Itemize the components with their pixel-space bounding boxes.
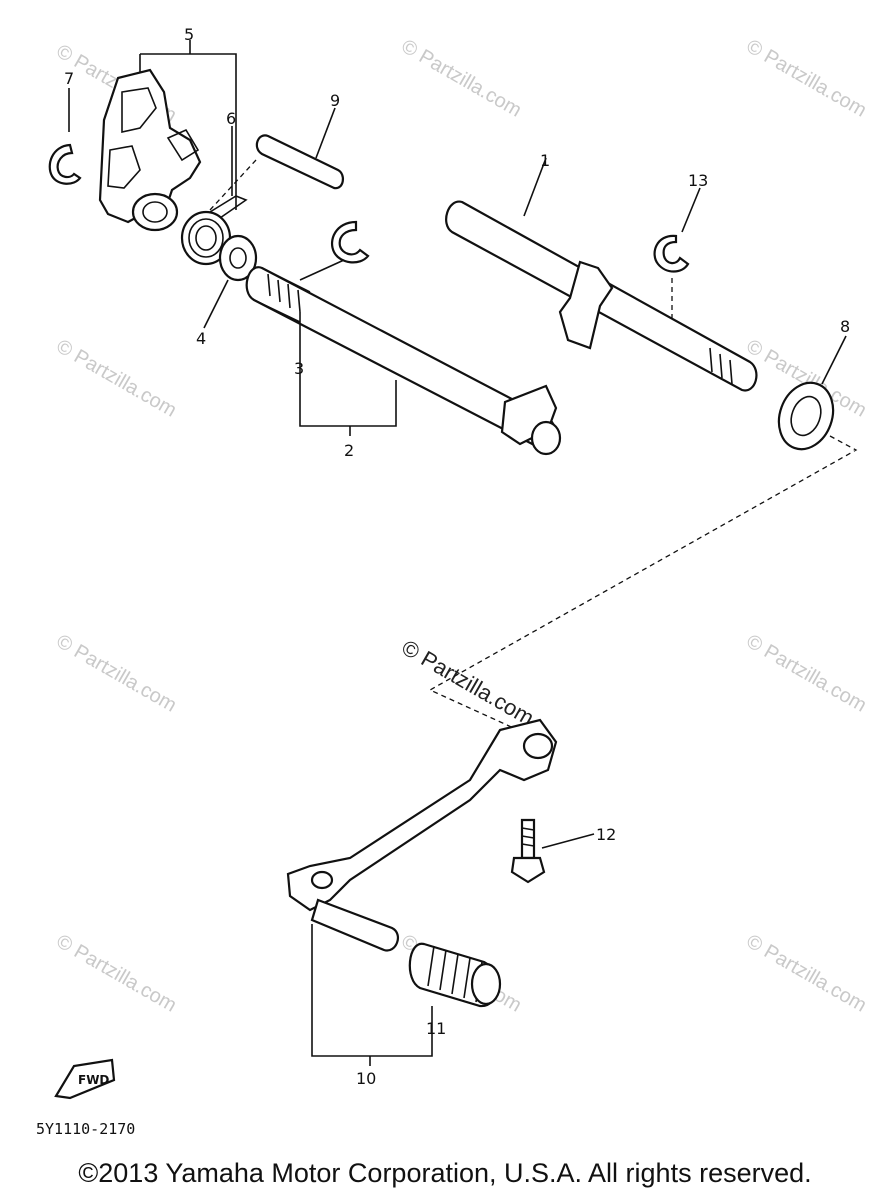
shift-shaft-1-drawing [445,157,758,392]
watermark: © Partzilla.com [53,335,181,421]
shift-pedal-10-drawing [286,718,558,1066]
circlip-13-drawing [653,187,701,273]
label-part-11: 11 [426,1019,446,1038]
part-labels: 1 2 3 4 5 6 7 8 9 10 11 12 13 [64,25,850,1088]
pedal-rubber-11-drawing [408,942,502,1020]
watermark: © Partzilla.com [743,930,871,1016]
label-part-6: 6 [226,109,236,128]
label-part-12: 12 [596,825,616,844]
watermark: © Partzilla.com [53,630,181,716]
circlip-7-drawing [48,88,82,185]
label-part-7: 7 [64,69,74,88]
watermark: © Partzilla.com [398,35,526,121]
washer-4-drawing [203,234,258,329]
pin-9-drawing [209,107,344,211]
label-part-1: 1 [540,151,550,170]
label-part-4: 4 [196,329,206,348]
spring-6-drawing [180,126,248,266]
label-part-3: 3 [294,359,304,378]
bolt-12-drawing [510,818,595,884]
watermark: © Partzilla.com [743,630,871,716]
label-part-2: 2 [344,441,354,460]
copyright-notice: ©2013 Yamaha Motor Corporation, U.S.A. A… [78,1158,812,1188]
fwd-arrow-icon: FWD [54,1058,116,1100]
label-part-13: 13 [688,171,708,190]
circlip-3-drawing [299,220,370,281]
shift-arm-5-drawing [98,40,237,232]
label-part-9: 9 [330,91,340,110]
watermark: © Partzilla.com [53,930,181,1016]
watermark: © Partzilla.com [743,35,871,121]
label-part-10: 10 [356,1069,376,1088]
shift-shaft-2-drawing [245,266,562,456]
oil-seal-8-drawing [428,335,858,741]
fwd-label: FWD [78,1073,109,1087]
watermark-center: © Partzilla.com [398,635,539,731]
diagram-code: 5Y1110-2170 [36,1120,135,1138]
label-part-5: 5 [184,25,194,44]
label-part-8: 8 [840,317,850,336]
